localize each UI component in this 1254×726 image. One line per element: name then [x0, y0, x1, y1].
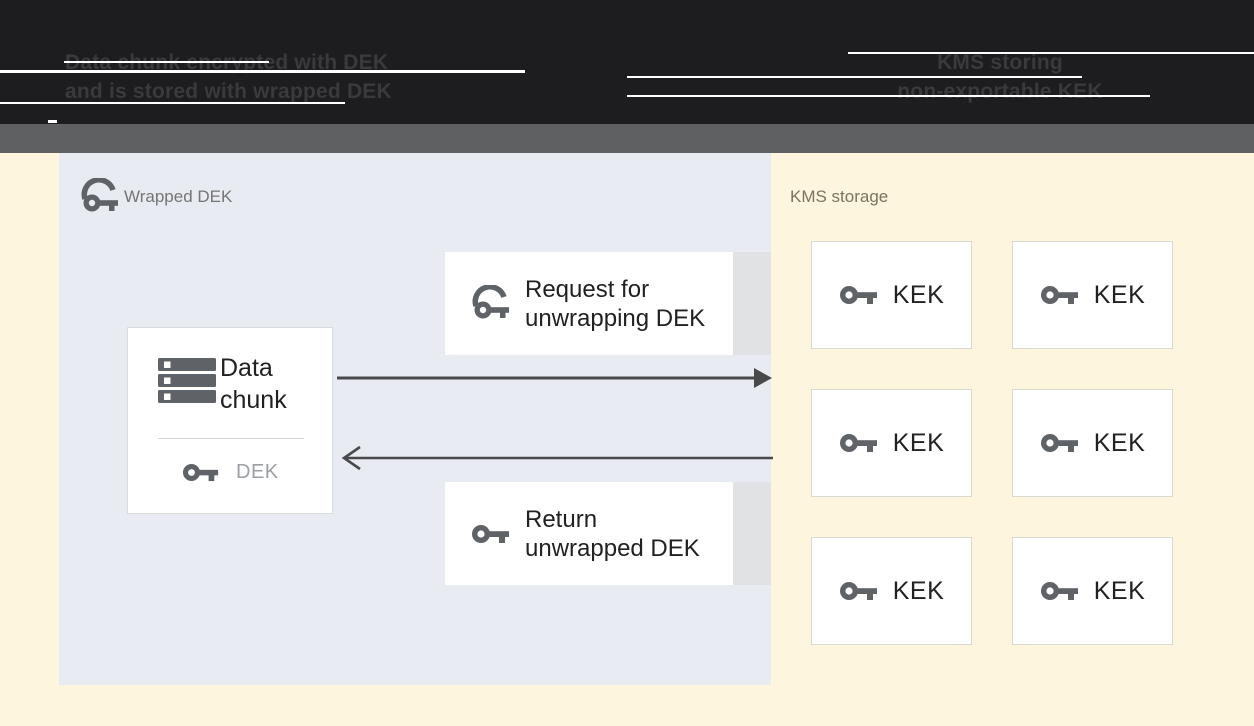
key-icon — [839, 582, 877, 600]
right-caption-line2: non-exportable KEK — [897, 80, 1103, 103]
divider — [158, 438, 304, 439]
data-chunk-title: Data chunk — [220, 352, 287, 416]
arrow-left-icon — [341, 445, 773, 471]
kek-label: KEK — [1093, 428, 1146, 457]
kek-label: KEK — [1093, 280, 1146, 309]
kek-box: KEK — [1012, 389, 1173, 497]
wrapped-dek-label: Wrapped DEK — [124, 187, 233, 206]
key-icon — [182, 463, 219, 482]
return-box-strip — [733, 482, 771, 585]
return-box-line2: unwrapped DEK — [525, 534, 700, 562]
arrow-right-icon — [337, 368, 772, 388]
glitch-line — [0, 102, 345, 104]
key-icon — [1040, 286, 1078, 304]
kek-label: KEK — [892, 280, 945, 309]
key-icon — [1040, 582, 1078, 600]
request-box-strip — [733, 252, 771, 355]
wrapped-key-icon — [472, 285, 509, 319]
data-chunk-card: Data chunk DEK — [127, 327, 333, 514]
request-box-line2: unwrapping DEK — [525, 304, 706, 332]
left-caption-line2: and is stored with wrapped DEK — [65, 80, 392, 103]
right-caption-line1: KMS storing — [937, 51, 1063, 74]
kek-box: KEK — [1012, 241, 1173, 349]
kms-storage-label: KMS storage — [790, 187, 889, 206]
right-caption: KMS storing non-exportable KEK — [840, 48, 1160, 106]
kek-box: KEK — [1012, 537, 1173, 645]
kek-box: KEK — [811, 537, 972, 645]
kek-label: KEK — [892, 428, 945, 457]
kek-label: KEK — [892, 576, 945, 605]
key-icon — [472, 525, 509, 543]
glitch-line — [627, 76, 1082, 78]
return-box-text: Return unwrapped DEK — [525, 505, 700, 563]
request-box-text: Request for unwrapping DEK — [525, 275, 705, 333]
request-box: Request for unwrapping DEK — [445, 252, 771, 355]
glitch-line — [48, 120, 57, 123]
data-chunk-title-line2: chunk — [220, 386, 287, 414]
wrapped-key-icon — [81, 178, 118, 212]
dek-row: DEK — [182, 461, 279, 484]
header-subband — [0, 124, 1254, 153]
key-icon — [1040, 434, 1078, 452]
key-icon — [839, 434, 877, 452]
kek-label: KEK — [1093, 576, 1146, 605]
glitch-line — [848, 52, 1254, 54]
glitch-line — [0, 70, 525, 73]
left-caption: Data chunk encrypted with DEK and is sto… — [65, 48, 392, 106]
dek-label: DEK — [236, 461, 279, 483]
key-icon — [839, 286, 877, 304]
request-box-line1: Request for — [525, 275, 650, 303]
glitch-line — [627, 95, 1150, 97]
kek-box: KEK — [811, 389, 972, 497]
kek-box: KEK — [811, 241, 972, 349]
return-box-line1: Return — [525, 505, 598, 533]
header-band: Data chunk encrypted with DEK and is sto… — [0, 0, 1254, 124]
return-box: Return unwrapped DEK — [445, 482, 771, 585]
storage-stack-icon — [158, 358, 216, 403]
glitch-line — [64, 61, 269, 63]
data-chunk-title-line1: Data — [220, 354, 273, 382]
